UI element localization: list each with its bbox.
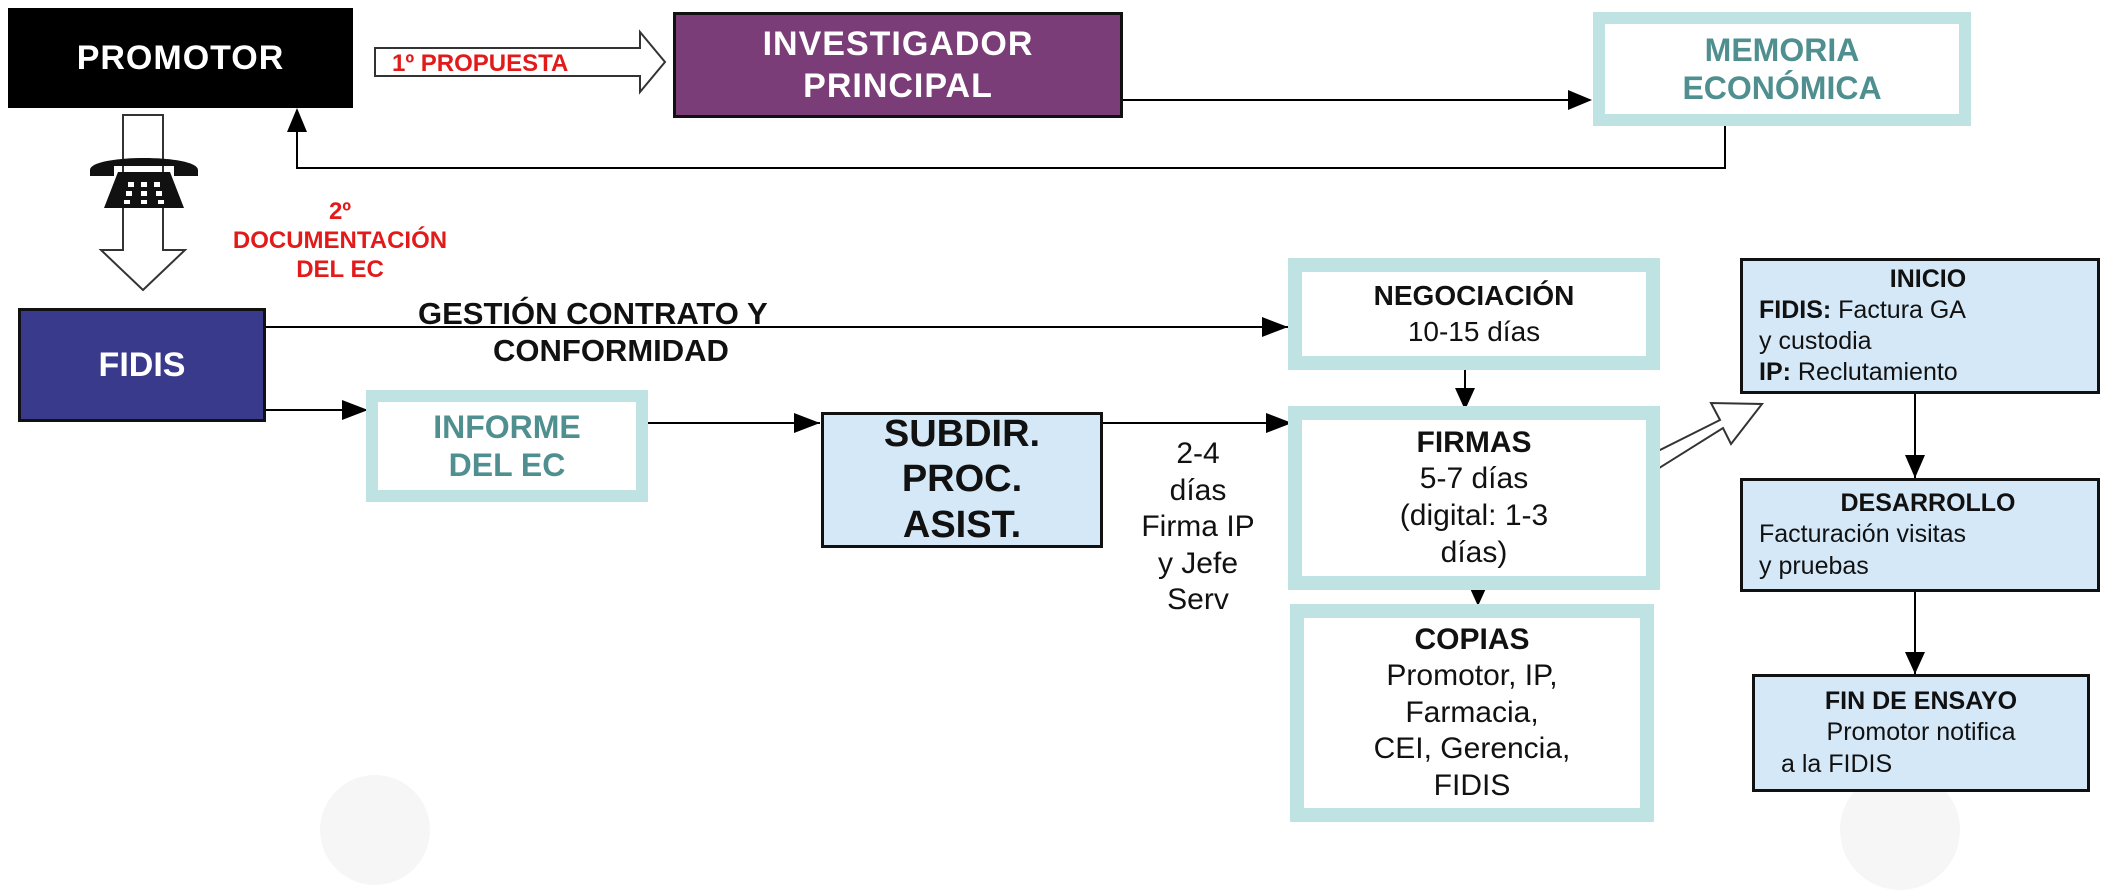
inicio-ip-label: IP: — [1759, 358, 1791, 387]
promotor-node: PROMOTOR — [8, 8, 353, 108]
documentacion-line-3: DEL EC — [296, 255, 384, 283]
firma-ip-line-3: Firma IP — [1141, 510, 1255, 544]
arrowhead — [1262, 317, 1288, 337]
firma-ip-label: 2-4 días Firma IP y Jefe Serv — [1118, 436, 1278, 619]
arrowhead — [1905, 455, 1925, 478]
negociacion-node: NEGOCIACIÓN 10-15 días — [1288, 258, 1660, 370]
firma-ip-line-4: y Jefe — [1157, 546, 1239, 580]
inicio-fidis-label: FIDIS: — [1759, 295, 1832, 324]
inicio-node: INICIO FIDIS: Factura GA y custodia IP: … — [1740, 258, 2100, 394]
firmas-title: FIRMAS — [1416, 425, 1532, 459]
subdir-line-3: ASIST. — [902, 503, 1022, 546]
investigador-line-2: PRINCIPAL — [803, 67, 993, 105]
firmas-inicio-arrow — [1638, 401, 1765, 477]
propuesta-arrow — [374, 29, 667, 95]
informe-line-2: DEL EC — [448, 447, 566, 483]
subdir-line-1: SUBDIR. — [883, 412, 1041, 455]
desarrollo-line-1: Facturación visitas — [1759, 520, 1967, 549]
inicio-fidis-text: Factura GA — [1831, 295, 1966, 324]
memoria-line-1: MEMORIA — [1704, 31, 1860, 68]
documentacion-label: 2º DOCUMENTACIÓN DEL EC — [185, 198, 495, 284]
arrowhead — [794, 413, 820, 433]
fin-title: FIN DE ENSAYO — [1824, 687, 2018, 716]
arrow-memoria-promotor — [296, 115, 1726, 169]
firma-ip-line-1: 2-4 — [1176, 437, 1220, 470]
inicio-title: INICIO — [1889, 264, 1967, 293]
firma-ip-line-5: Serv — [1167, 583, 1229, 617]
arrowhead — [1905, 652, 1925, 674]
informe-line-1: INFORME — [433, 408, 581, 445]
fin-line-1: Promotor notifica — [1826, 718, 2016, 747]
documentacion-line-1: 2º — [328, 198, 352, 225]
desarrollo-line-2: y pruebas — [1759, 551, 1869, 580]
arrowhead — [287, 108, 307, 132]
arrowhead — [1568, 90, 1592, 110]
desarrollo-title: DESARROLLO — [1840, 489, 2016, 518]
arrowhead — [342, 400, 368, 420]
memoria-node: MEMORIA ECONÓMICA — [1593, 12, 1971, 126]
inicio-ip-text: Reclutamiento — [1790, 358, 1958, 387]
copias-node: COPIAS Promotor, IP, Farmacia, CEI, Gere… — [1290, 604, 1654, 822]
copias-line-3: CEI, Gerencia, — [1373, 732, 1571, 766]
documentacion-line-2: DOCUMENTACIÓN — [232, 226, 448, 254]
fidis-node: FIDIS — [18, 308, 266, 422]
fidis-label: FIDIS — [98, 345, 186, 384]
subdir-line-2: PROC. — [901, 458, 1023, 501]
gestion-label: GESTIÓN CONTRATO Y CONFORMIDAD — [418, 296, 768, 369]
memoria-line-2: ECONÓMICA — [1682, 70, 1882, 106]
firma-ip-line-2: días — [1169, 473, 1227, 507]
fin-node: FIN DE ENSAYO Promotor notifica a la FID… — [1752, 674, 2090, 792]
informe-node: INFORME DEL EC — [366, 390, 648, 502]
investigador-node: INVESTIGADOR PRINCIPAL — [673, 12, 1123, 118]
firmas-line-2: (digital: 1-3 — [1399, 499, 1549, 532]
firmas-node: FIRMAS 5-7 días (digital: 1-3 días) — [1288, 406, 1660, 590]
copias-line-2: Farmacia, — [1405, 695, 1539, 729]
fin-line-2: a la FIDIS — [1781, 749, 1893, 778]
arrowhead — [1455, 388, 1475, 410]
inicio-line-1: FIDIS: Factura GA — [1759, 295, 1966, 326]
inicio-line-2: y custodia — [1759, 327, 1872, 355]
gestion-line-2: CONFORMIDAD — [493, 332, 729, 368]
arrowhead — [1266, 413, 1292, 433]
subdir-node: SUBDIR. PROC. ASIST. — [821, 412, 1103, 548]
firmas-line-3: días) — [1440, 535, 1508, 569]
desarrollo-node: DESARROLLO Facturación visitas y pruebas — [1740, 478, 2100, 592]
firmas-line-1: 5-7 días — [1419, 462, 1529, 496]
copias-line-1: Promotor, IP, — [1386, 659, 1558, 693]
copias-title: COPIAS — [1414, 622, 1530, 656]
copias-line-4: FIDIS — [1433, 768, 1511, 802]
negociacion-detail: 10-15 días — [1407, 316, 1541, 347]
negociacion-title: NEGOCIACIÓN — [1373, 279, 1575, 311]
investigador-line-1: INVESTIGADOR — [762, 24, 1034, 63]
promotor-label: PROMOTOR — [76, 38, 285, 77]
inicio-line-3: IP: Reclutamiento — [1759, 357, 1958, 388]
propuesta-label: 1º PROPUESTA — [392, 50, 569, 77]
telephone-icon — [84, 152, 204, 212]
gestion-line-1: GESTIÓN CONTRATO Y — [418, 296, 768, 331]
